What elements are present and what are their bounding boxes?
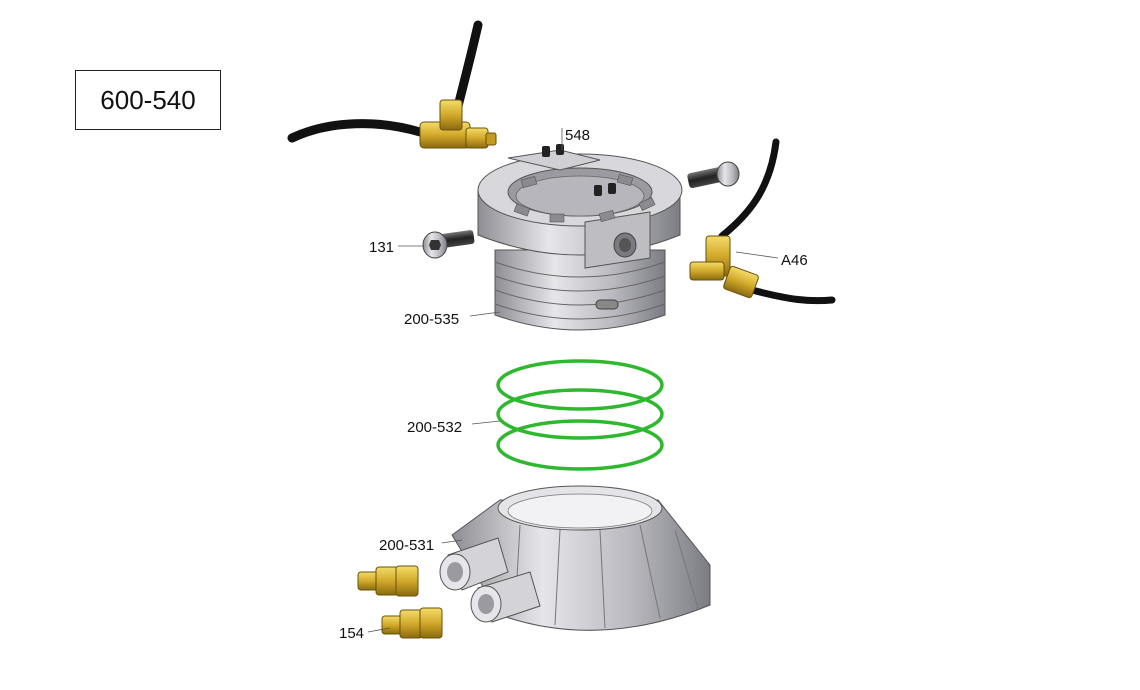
hose-right-upper (718, 138, 780, 240)
oring-3 (496, 419, 664, 471)
base-housing-part (439, 485, 711, 631)
orings-part (496, 359, 664, 471)
callout-200-531: 200-531 (379, 537, 434, 554)
assembly-number-box: 600-540 (75, 70, 221, 130)
callout-200-535: 200-535 (404, 311, 459, 328)
oring-2 (496, 388, 664, 440)
socket-cap-screw-right-icon (687, 161, 740, 189)
leader-lines (367, 128, 779, 633)
callout-131: 131 (369, 239, 394, 256)
hose-right-lower (748, 286, 836, 305)
callout-548: 548 (565, 127, 590, 144)
hose-right-assembly (689, 138, 836, 305)
callout-200-532: 200-532 (407, 419, 462, 436)
assembly-number: 600-540 (100, 84, 196, 115)
thread-body-part (477, 144, 683, 331)
tee-fitting-right-icon (689, 235, 759, 299)
callout-154: 154 (339, 625, 364, 642)
tee-fitting-left-icon (419, 99, 497, 149)
hose-left-assembly (287, 20, 497, 149)
callout-a46: A46 (781, 252, 808, 269)
hose-left-lower (287, 119, 425, 143)
socket-cap-screw-left-icon (422, 230, 475, 259)
brass-fitting-icon (357, 565, 443, 639)
oring-1 (496, 359, 664, 411)
